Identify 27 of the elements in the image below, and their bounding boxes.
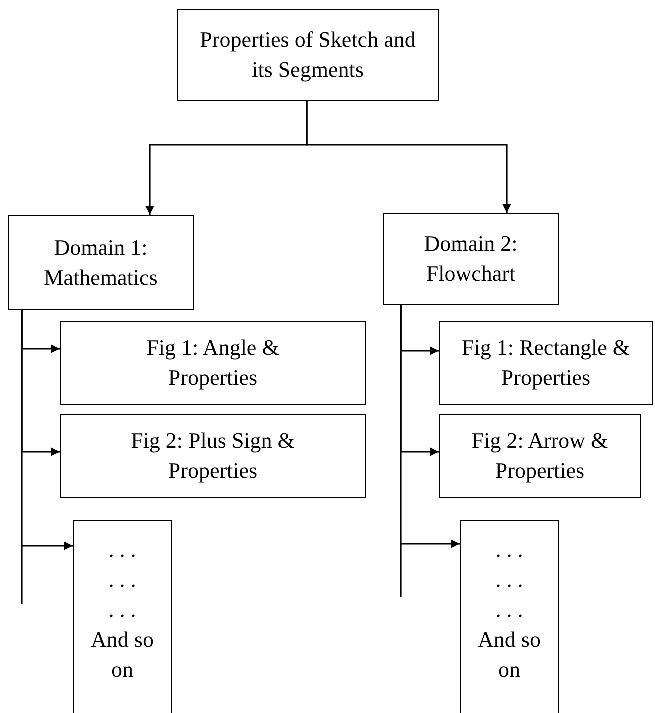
box-label: Fig 1: Angle & Properties xyxy=(146,334,280,392)
arrow xyxy=(21,310,73,550)
box-label: . . . xyxy=(108,596,136,624)
box-label: And so on xyxy=(90,626,155,684)
box-label: Fig 1: Rectangle & Properties xyxy=(460,334,632,392)
box-label: Domain 1: Mathematics xyxy=(43,234,159,292)
process-box xyxy=(73,520,172,713)
process-box xyxy=(439,321,653,405)
box-label: . . . xyxy=(496,596,524,624)
box-label: Fig 2: Plus Sign & Properties xyxy=(130,427,296,485)
arrow xyxy=(306,101,512,213)
box-label: Domain 2: Flowchart xyxy=(423,230,519,288)
box-label: . . . xyxy=(108,566,136,594)
box-label: Fig 2: Arrow & Properties xyxy=(470,427,610,485)
process-box xyxy=(460,520,559,713)
box-label: . . . xyxy=(496,566,524,594)
process-box xyxy=(439,414,641,498)
arrow xyxy=(400,305,460,548)
box-label: . . . xyxy=(496,536,524,564)
process-box xyxy=(383,213,559,305)
process-box xyxy=(8,215,194,310)
box-label: Properties of Sketch and its Segments xyxy=(199,26,417,84)
box-label: . . . xyxy=(108,536,136,564)
process-box xyxy=(60,321,366,405)
process-box xyxy=(60,414,366,498)
box-label: And so on xyxy=(477,626,542,684)
process-box xyxy=(177,9,439,101)
